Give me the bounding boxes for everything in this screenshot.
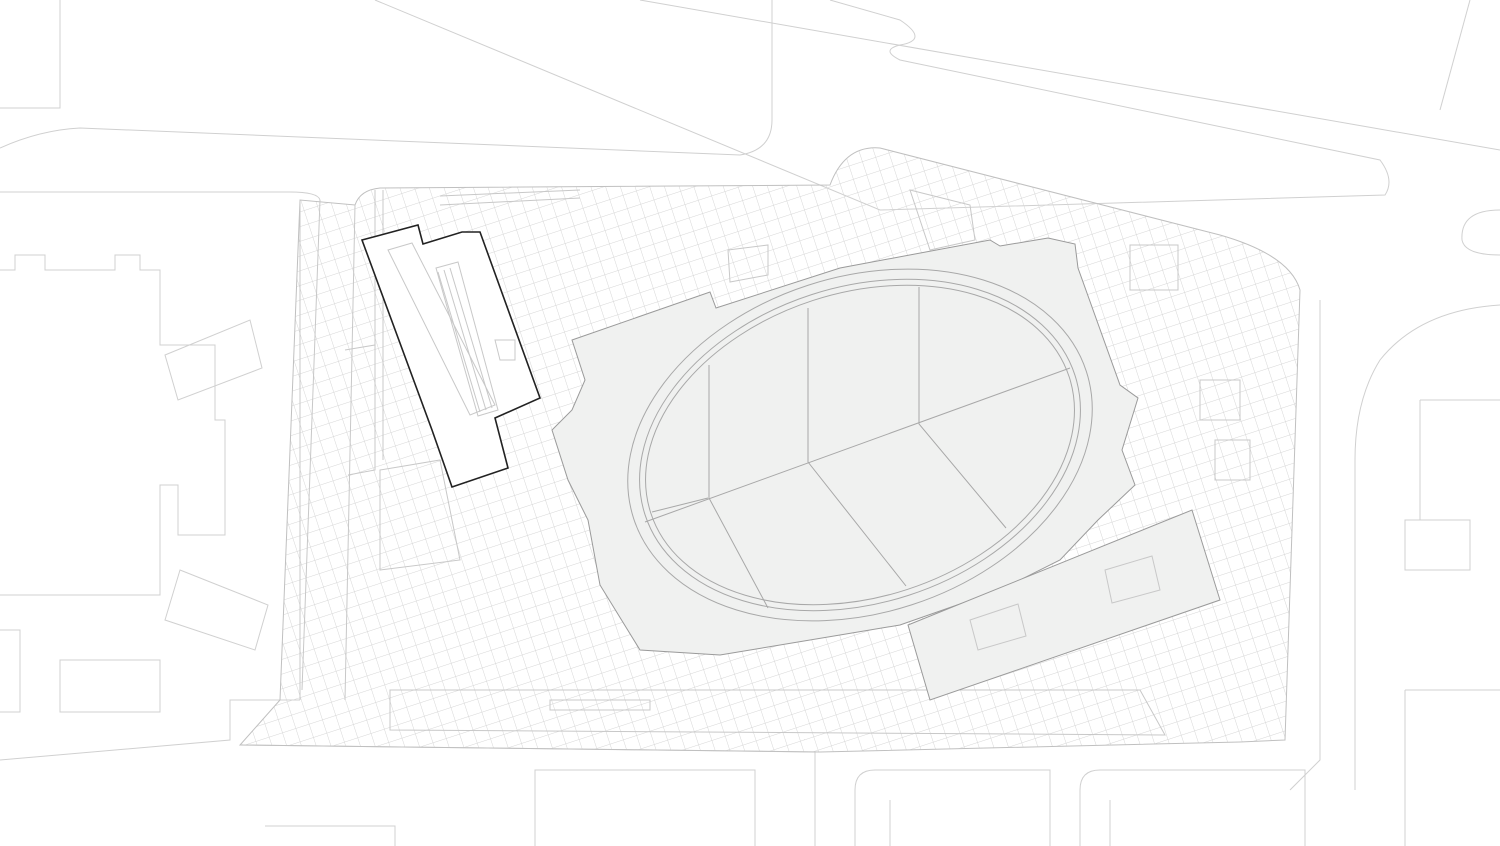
- stadium: [551, 237, 1139, 656]
- lower-right-building: [907, 509, 1221, 701]
- left-building: [360, 224, 542, 489]
